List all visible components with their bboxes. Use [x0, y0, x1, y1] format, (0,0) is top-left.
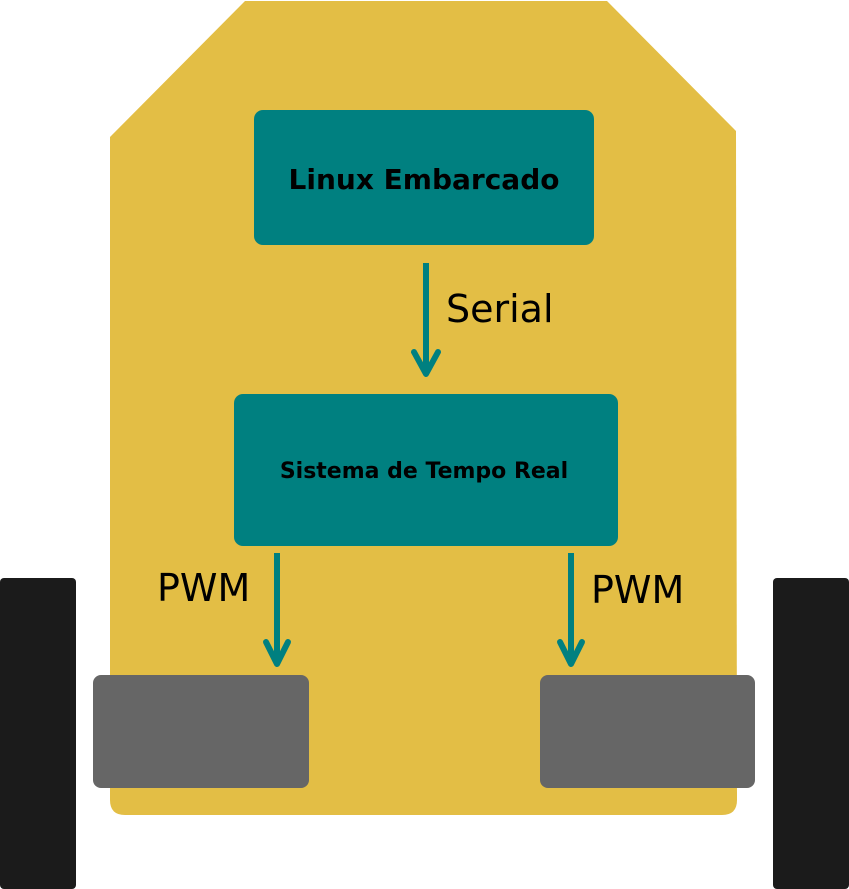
left-motor	[93, 675, 309, 788]
pwm-left-arrow	[263, 553, 291, 667]
left-wheel	[0, 578, 76, 889]
linux-embarcado-box	[254, 110, 594, 245]
serial-arrow	[411, 263, 441, 377]
pwm-right-label: PWM	[591, 568, 684, 612]
sistema-tempo-real-box	[234, 394, 618, 546]
pwm-left-label: PWM	[157, 566, 250, 610]
sistema-tempo-real-label: Sistema de Tempo Real	[280, 459, 568, 484]
pwm-right-arrow	[557, 553, 585, 667]
serial-label: Serial	[446, 287, 554, 331]
right-motor	[540, 675, 755, 788]
right-wheel	[773, 578, 849, 889]
linux-embarcado-label: Linux Embarcado	[289, 163, 560, 196]
